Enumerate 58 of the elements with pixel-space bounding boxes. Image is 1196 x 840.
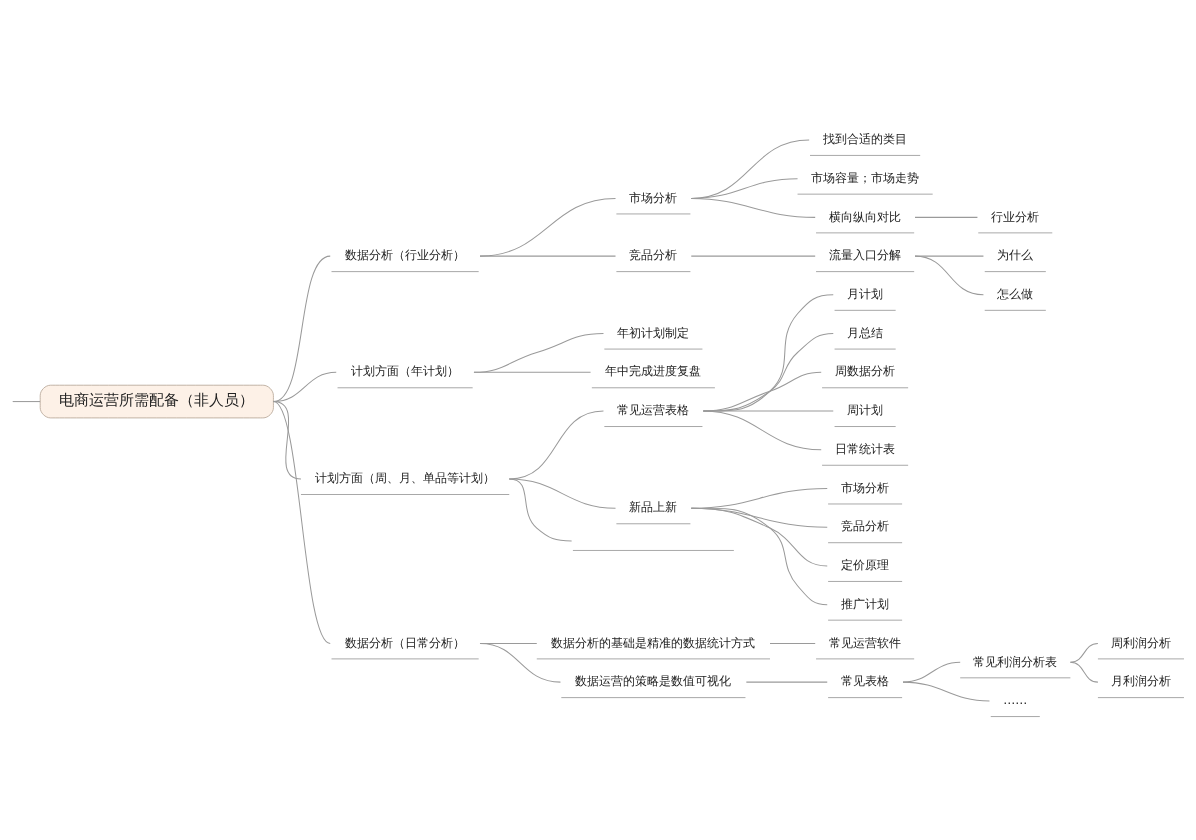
node-text: 年初计划制定 xyxy=(617,325,690,340)
connector xyxy=(12,400,41,402)
node-text: 月计划 xyxy=(847,286,884,301)
connector xyxy=(745,681,828,683)
connector xyxy=(479,197,617,257)
node-text: 周利润分析 xyxy=(1110,635,1171,650)
connector xyxy=(690,197,816,218)
node-text: 常见运营软件 xyxy=(829,635,902,650)
connector xyxy=(769,642,816,644)
node-text: 为什么 xyxy=(997,247,1034,262)
connector xyxy=(690,255,816,257)
node-text: 找到合适的类目 xyxy=(823,131,908,146)
node-text: 常见运营表格 xyxy=(617,402,690,417)
node-text: 怎么做 xyxy=(997,286,1034,301)
node-text: 月总结 xyxy=(847,325,884,340)
connector xyxy=(508,478,617,509)
node-text: 流量入口分解 xyxy=(829,247,902,262)
node-text: 定价原理 xyxy=(841,557,890,572)
node-text: …… xyxy=(1003,692,1028,707)
node-text: 推广计划 xyxy=(841,596,890,611)
node-text: 数据运营的策略是数值可视化 xyxy=(575,673,732,688)
node-text: 市场分析 xyxy=(841,480,890,495)
connector xyxy=(702,410,822,450)
node-text: 月利润分析 xyxy=(1110,673,1171,688)
node-text: 竞品分析 xyxy=(841,518,890,533)
connector xyxy=(479,642,561,683)
connector xyxy=(902,681,990,702)
node-text: 数据分析（日常分析） xyxy=(345,635,466,650)
connector xyxy=(272,400,331,644)
connector xyxy=(902,661,961,683)
node-text: 竞品分析 xyxy=(629,247,678,262)
connector xyxy=(914,255,984,295)
node-text: 横向纵向对比 xyxy=(829,209,902,224)
node-text: 年中完成进度复盘 xyxy=(605,363,702,378)
connector xyxy=(508,478,573,541)
connector xyxy=(479,255,617,257)
node-text: 计划方面（周、月、单品等计划） xyxy=(315,470,496,485)
node-text: 市场容量；市场走势 xyxy=(811,170,920,185)
connector xyxy=(1069,661,1099,683)
connector xyxy=(473,371,592,373)
connector xyxy=(690,507,828,605)
node-text: 数据分析的基础是精准的数据统计方式 xyxy=(551,635,756,650)
node-text: 市场分析 xyxy=(629,190,678,205)
node-text: 常见利润分析表 xyxy=(973,654,1058,669)
node-text: 日常统计表 xyxy=(835,441,896,456)
node-box: 电商运营所需配备（非人员） xyxy=(39,384,274,418)
connector xyxy=(914,255,984,257)
node-text: 周计划 xyxy=(847,402,884,417)
node-text: 计划方面（年计划） xyxy=(351,363,460,378)
node-text: 行业分析 xyxy=(991,209,1040,224)
node-line xyxy=(572,549,735,551)
connector xyxy=(914,216,978,218)
connector xyxy=(1069,642,1099,663)
node-text: 新品上新 xyxy=(629,499,678,514)
node-text: 周数据分析 xyxy=(835,363,896,378)
connector xyxy=(473,332,604,373)
node-text: 数据分析（行业分析） xyxy=(345,247,466,262)
node-text: 常见表格 xyxy=(841,673,890,688)
